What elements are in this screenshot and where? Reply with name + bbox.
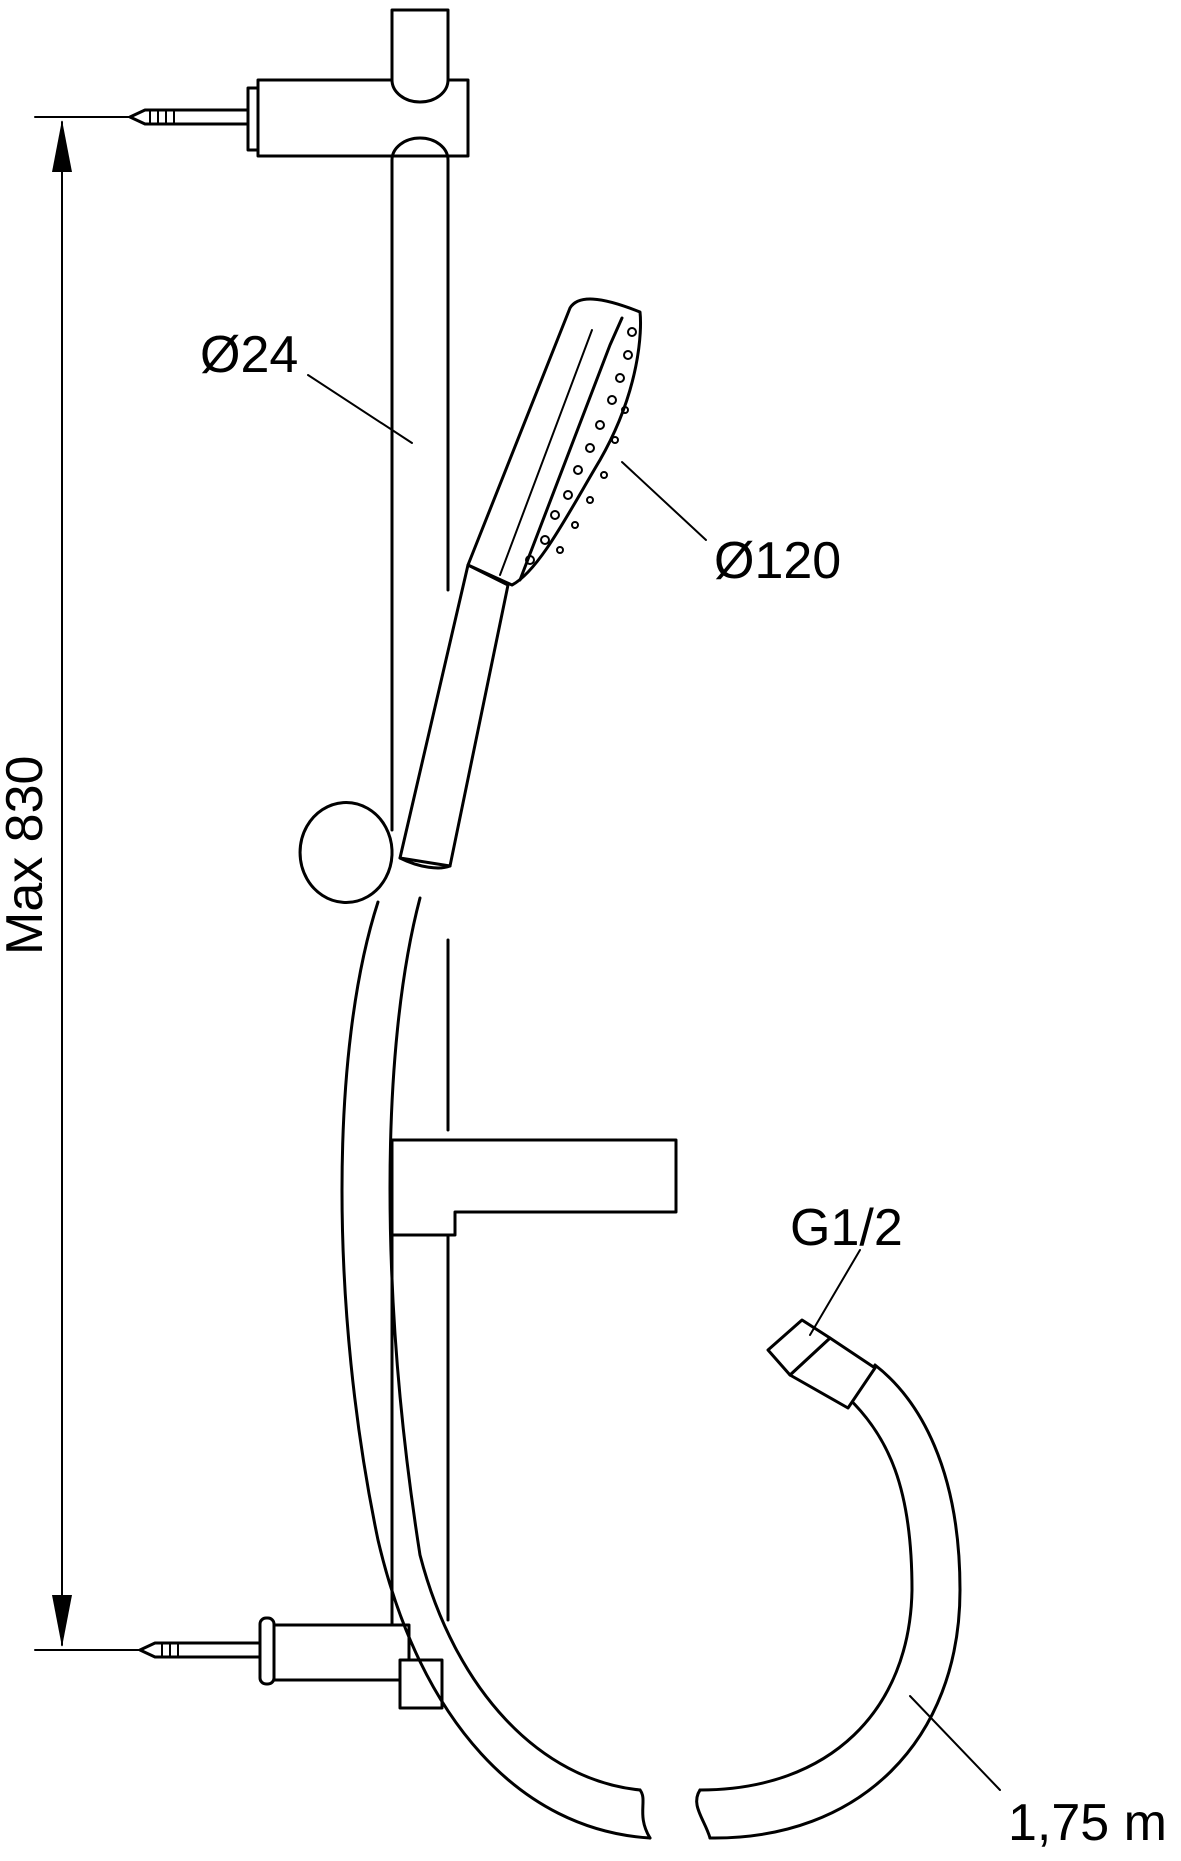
leader-head-diameter bbox=[621, 461, 707, 541]
rail-left-edge-upper bbox=[390, 136, 450, 832]
hand-shower-handle bbox=[398, 563, 510, 868]
hose-outer-edge bbox=[340, 900, 652, 1840]
head-face-rim bbox=[518, 316, 624, 582]
hose-right-inner-edge bbox=[698, 1390, 914, 1792]
head-face-inner bbox=[499, 329, 593, 576]
slide-rail bbox=[390, 8, 450, 1652]
label-hose-length: 1,75 m bbox=[1008, 1794, 1167, 1852]
leader-hose-length bbox=[909, 1695, 1001, 1791]
shelf-holder bbox=[390, 1138, 678, 1237]
hand-shower bbox=[398, 297, 643, 870]
bottom-bracket-body bbox=[272, 1623, 411, 1682]
hose-nut bbox=[766, 1318, 832, 1377]
hose-right-outer-edge bbox=[708, 1363, 962, 1840]
arrow-up-icon bbox=[52, 120, 72, 172]
bottom-wall-bracket bbox=[138, 1616, 444, 1710]
slider-clamp bbox=[298, 801, 394, 904]
holder-body bbox=[390, 1138, 678, 1237]
spray-nozzles-icon bbox=[525, 327, 637, 565]
arrow-down-icon bbox=[52, 1595, 72, 1647]
handle-collar bbox=[398, 856, 452, 870]
slider-ring bbox=[298, 801, 394, 904]
shower-hose bbox=[340, 896, 962, 1840]
hose-break-right bbox=[695, 1788, 712, 1840]
hose-inner-edge bbox=[388, 896, 642, 1792]
label-thread: G1/2 bbox=[790, 1199, 903, 1257]
label-head-diameter: Ø120 bbox=[714, 532, 841, 590]
leader-rail-diameter bbox=[307, 374, 413, 444]
hand-shower-head bbox=[466, 297, 643, 587]
leader-thread bbox=[809, 1249, 861, 1336]
height-dimension bbox=[34, 116, 151, 1651]
bottom-wall-plate bbox=[258, 1616, 276, 1686]
label-rail-diameter: Ø24 bbox=[200, 326, 298, 384]
hose-break-left bbox=[638, 1788, 652, 1840]
rail-top-cap bbox=[390, 8, 450, 104]
label-max-height: Max 830 bbox=[0, 756, 54, 955]
bottom-rail-cap bbox=[398, 1658, 444, 1710]
bottom-screw-tip bbox=[138, 1641, 264, 1659]
top-screw-tip bbox=[128, 108, 252, 126]
